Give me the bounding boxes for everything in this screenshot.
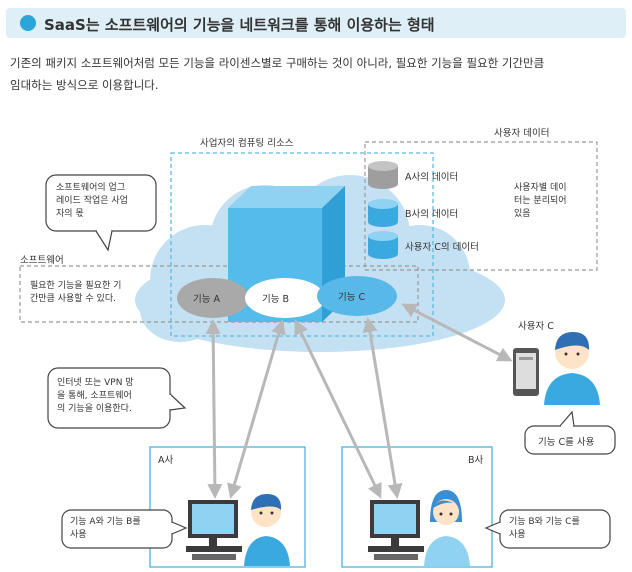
function-a-oval (177, 278, 249, 318)
arrow-c-function-c (401, 303, 513, 362)
user-data-note: 사용자별 데이 터는 분리되어 있음 (514, 183, 567, 219)
section-header: SaaS는 소프트웨어의 기능을 네트워크를 통해 이용하는 형태 (6, 8, 626, 38)
company-a-callout-bubble (61, 509, 188, 549)
upgrade-callout-bubble (45, 174, 157, 252)
network-callout-bubble (47, 367, 187, 429)
company-a-callout-text: 기능 A와 기능 B를 사용 (70, 517, 141, 540)
company-b-label: B사 (468, 455, 484, 466)
function-b-label: 기능 B (262, 294, 290, 305)
arrow-b-function-c (362, 317, 403, 499)
person-c-icon (544, 332, 600, 405)
intro-line-1: 기존의 패키지 소프트웨어처럼 모든 기능을 라이센스별로 구매하는 것이 아니… (10, 56, 545, 70)
software-note: 필요한 기능을 필요한 기 간만큼 사용할 수 있다. (30, 281, 122, 304)
provider-resources-label: 사업자의 컴퓨팅 리소스 (200, 138, 294, 149)
smartphone-icon (513, 348, 539, 396)
database-b-label: B사의 데이터 (405, 209, 459, 220)
function-c-label: 기능 C (338, 292, 366, 303)
arrow-a-function-a (205, 319, 223, 499)
user-c-label: 사용자 C (518, 321, 554, 332)
database-a-label: A사의 데이터 (405, 172, 459, 183)
company-a-label: A사 (158, 455, 174, 466)
bullet-dot-icon (20, 15, 36, 31)
person-b-icon (424, 490, 470, 566)
database-c-icon (368, 231, 398, 259)
user-c-callout-bubble (524, 410, 616, 455)
user-c-callout-text: 기능 C를 사용 (538, 437, 595, 448)
function-a-label: 기능 A (193, 294, 220, 305)
database-a-icon (368, 161, 398, 189)
function-b-oval (245, 278, 325, 318)
computer-a-icon (186, 500, 242, 560)
person-a-icon (244, 494, 290, 566)
function-c-oval (317, 276, 397, 316)
intro-line-2: 임대하는 방식으로 이용합니다. (10, 78, 159, 92)
intro-paragraph: 기존의 패키지 소프트웨어처럼 모든 기능을 라이센스별로 구매하는 것이 아니… (10, 52, 622, 96)
upgrade-callout-text: 소프트웨어의 업그 레이드 작업은 사업 자의 몫 (56, 183, 128, 219)
company-b-callout-bubble (484, 509, 611, 549)
company-b-callout-text: 기능 B와 기능 C를 사용 (509, 517, 580, 540)
database-c-label: 사용자 C의 데이터 (405, 242, 479, 253)
network-callout-text: 인터넷 또는 VPN 망 을 통해, 소프트웨어 의 기능을 이용한다. (57, 378, 134, 414)
arrow-a-function-b (227, 319, 286, 499)
software-label: 소프트웨어 (20, 255, 64, 266)
user-data-label: 사용자 데이터 (494, 128, 550, 139)
section-title: SaaS는 소프트웨어의 기능을 네트워크를 통해 이용하는 형태 (44, 16, 435, 34)
database-b-icon (368, 199, 398, 227)
user-data-box (364, 141, 598, 271)
computer-b-icon (368, 500, 424, 560)
